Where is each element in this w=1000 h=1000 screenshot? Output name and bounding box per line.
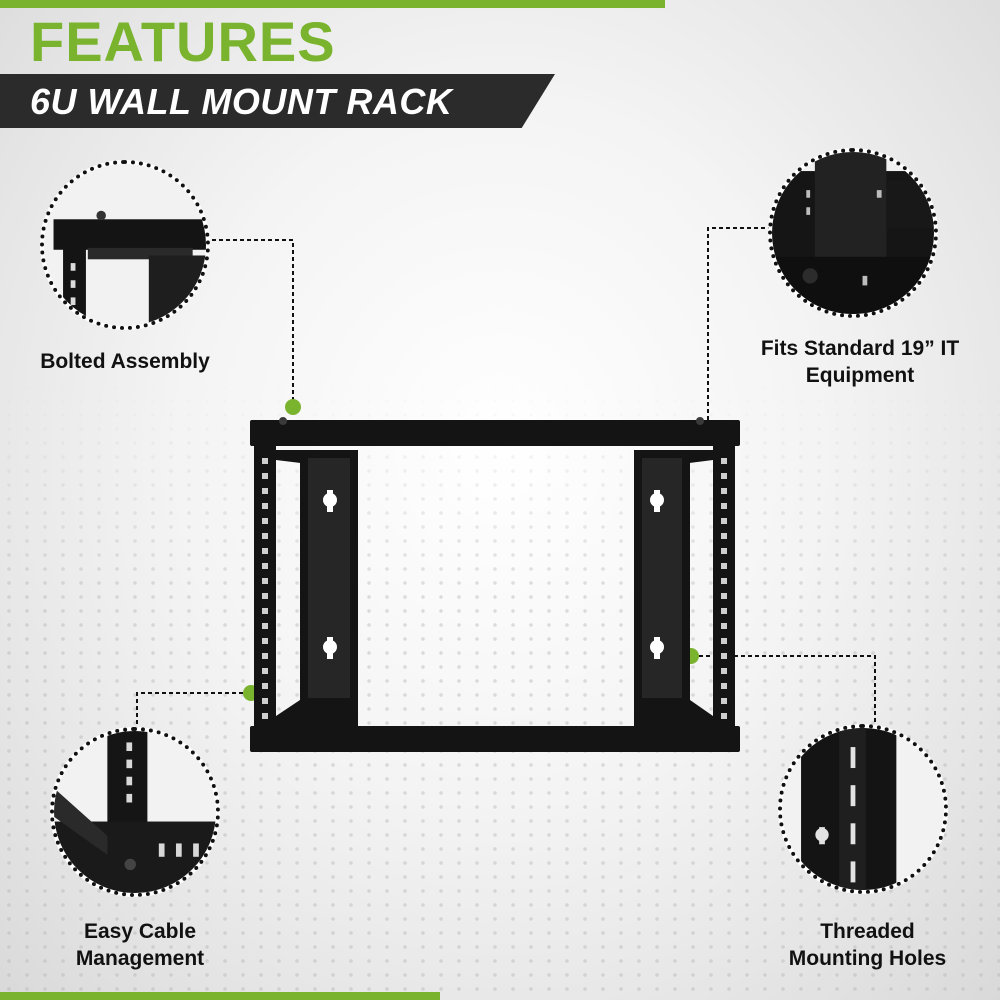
rail-hole bbox=[262, 473, 268, 479]
rail-hole bbox=[721, 578, 727, 584]
rail-hole bbox=[262, 578, 268, 584]
rail-hole bbox=[262, 653, 268, 659]
rail-hole bbox=[262, 608, 268, 614]
fits-standard-label-line-2: Equipment bbox=[805, 364, 915, 387]
rail-hole bbox=[262, 698, 268, 704]
rail-hole bbox=[721, 503, 727, 509]
rail-hole bbox=[262, 458, 268, 464]
rail-hole bbox=[262, 548, 268, 554]
rail-hole bbox=[721, 593, 727, 599]
rail-hole bbox=[721, 533, 727, 539]
top-accent-bar bbox=[0, 0, 665, 8]
threaded-holes-label-line-2: Mounting Holes bbox=[788, 947, 947, 970]
rail-hole bbox=[262, 668, 268, 674]
rail-hole bbox=[262, 638, 268, 644]
rail-hole bbox=[262, 518, 268, 524]
rail-hole bbox=[721, 518, 727, 524]
rail-hole bbox=[721, 653, 727, 659]
threaded-holes-detail-image bbox=[778, 724, 948, 894]
rail-hole bbox=[262, 623, 268, 629]
rail-hole bbox=[262, 683, 268, 689]
fits-standard-label-line-1: Fits Standard 19” IT bbox=[760, 337, 960, 360]
rail-hole bbox=[262, 533, 268, 539]
cable-management-detail-image bbox=[50, 727, 220, 897]
threaded-holes-label-line-1: Threaded bbox=[820, 920, 915, 943]
rail-hole bbox=[721, 488, 727, 494]
rail-hole bbox=[262, 488, 268, 494]
rail-hole bbox=[721, 623, 727, 629]
cable-management-label-line-1: Easy Cable bbox=[83, 920, 197, 943]
rail-hole bbox=[721, 473, 727, 479]
rail-hole bbox=[721, 548, 727, 554]
rail-hole bbox=[262, 713, 268, 719]
standard-19-inch-detail-image bbox=[768, 148, 938, 318]
cable-management-label: Easy Cable Management bbox=[40, 918, 240, 972]
bolted-assembly-label: Bolted Assembly bbox=[20, 348, 230, 375]
rail-hole bbox=[262, 563, 268, 569]
rail-hole bbox=[721, 638, 727, 644]
rail-hole bbox=[721, 608, 727, 614]
rail-hole bbox=[721, 713, 727, 719]
rail-hole bbox=[262, 503, 268, 509]
threaded-holes-label: Threaded Mounting Holes bbox=[760, 918, 975, 972]
page-title: FEATURES bbox=[30, 10, 336, 73]
rail-hole bbox=[262, 593, 268, 599]
subtitle-banner bbox=[0, 74, 555, 128]
fits-standard-label: Fits Standard 19” IT Equipment bbox=[735, 335, 985, 389]
rail-hole bbox=[721, 458, 727, 464]
rail-hole bbox=[721, 683, 727, 689]
rail-hole bbox=[721, 668, 727, 674]
page-subtitle: 6U WALL MOUNT RACK bbox=[30, 81, 453, 122]
bolted-assembly-label-line-1: Bolted Assembly bbox=[40, 350, 210, 373]
bottom-accent-bar bbox=[0, 992, 440, 1000]
rail-hole bbox=[721, 698, 727, 704]
cable-management-label-line-2: Management bbox=[75, 947, 205, 970]
bolted-assembly-detail-image bbox=[40, 160, 210, 330]
rail-hole bbox=[721, 563, 727, 569]
